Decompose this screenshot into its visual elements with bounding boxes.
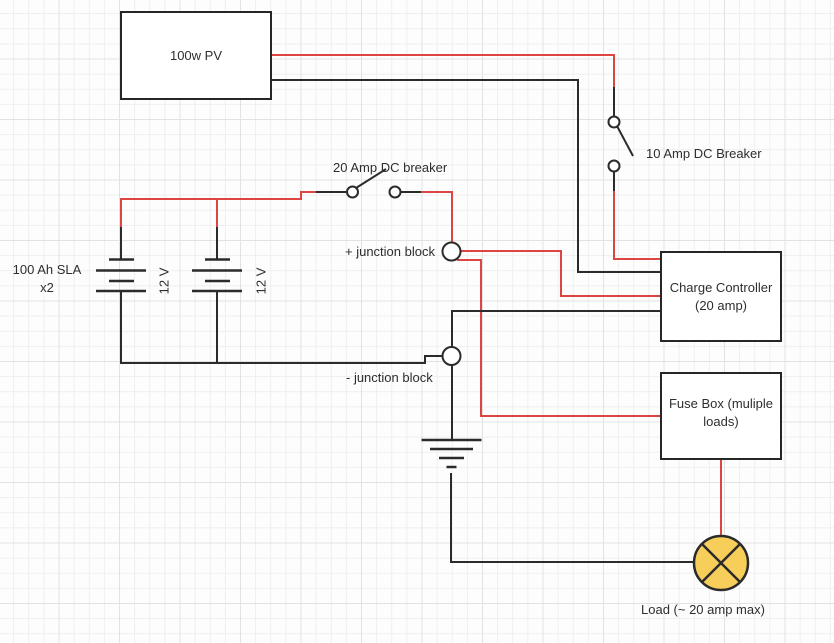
- charge-controller-box[interactable]: [660, 251, 782, 342]
- pv-panel-label: 100w PV: [169, 47, 223, 63]
- wire-junction-to-controller: [460, 250, 661, 297]
- breaker-10a-terminal-bottom: [607, 159, 621, 173]
- wire-ground-to-load: [450, 473, 694, 563]
- breaker-20a-terminal-right: [388, 185, 402, 199]
- breaker-20a-blade: [355, 168, 387, 189]
- pv-panel-box[interactable]: [120, 11, 272, 100]
- battery-bank-label-line2: x2: [40, 280, 54, 295]
- lamp-cross-icon: [701, 543, 741, 583]
- battery-1-symbol[interactable]: [96, 258, 146, 293]
- battery-1-voltage: 12 V: [148, 251, 180, 311]
- wire-breaker20-to-junction: [420, 191, 453, 243]
- fuse-box-label: Fuse Box (muliple loads): [661, 373, 781, 453]
- junction-negative-label: - junction block: [346, 370, 433, 385]
- junction-block-positive[interactable]: [441, 241, 462, 262]
- battery-2-voltage: 12 V: [245, 251, 277, 311]
- wire-pv-negative: [271, 79, 661, 273]
- wire-junction-to-fusebox: [457, 259, 661, 417]
- battery-bank-label-line1: 100 Ah SLA: [12, 262, 82, 277]
- battery-2-voltage-text: 12 V: [253, 267, 268, 295]
- battery-2-symbol[interactable]: [192, 258, 242, 293]
- breaker-10a-symbol[interactable]: [607, 115, 634, 173]
- fuse-box-label-line2: loads): [703, 414, 739, 429]
- load-lamp[interactable]: [692, 534, 750, 592]
- wire-pv-positive: [271, 54, 615, 87]
- wire-battery-negative-bus: [120, 355, 443, 364]
- ground-symbol[interactable]: [421, 438, 482, 469]
- charge-controller-label-line1: Charge Controller: [669, 279, 773, 295]
- wire-battery-positive-bus: [121, 191, 317, 200]
- battery-1-voltage-text: 12 V: [156, 267, 171, 295]
- battery-bank-label: 100 Ah SLA x2: [2, 260, 92, 298]
- breaker-20a-symbol[interactable]: [346, 168, 402, 199]
- wire-junction-neg-to-controller: [451, 310, 661, 348]
- junction-block-negative[interactable]: [441, 346, 462, 366]
- breaker-20a-label: 20 Amp DC breaker: [333, 160, 448, 175]
- breaker-20a-terminal-left: [346, 185, 359, 199]
- wire-breaker10-to-controller: [613, 191, 661, 260]
- fuse-box[interactable]: [660, 372, 782, 460]
- breaker-10a-label: 10 Amp DC Breaker: [646, 146, 762, 161]
- breaker-10a-blade: [616, 125, 634, 157]
- charge-controller-label-line2: (20 amp): [694, 297, 748, 313]
- charge-controller-label: Charge Controller (20 amp): [661, 252, 781, 341]
- fuse-box-label-line1: Fuse Box (muliple: [668, 396, 774, 411]
- breaker-10a-terminal-top: [607, 115, 621, 129]
- load-label: Load (~ 20 amp max): [641, 602, 765, 617]
- junction-positive-label: + junction block: [345, 244, 435, 259]
